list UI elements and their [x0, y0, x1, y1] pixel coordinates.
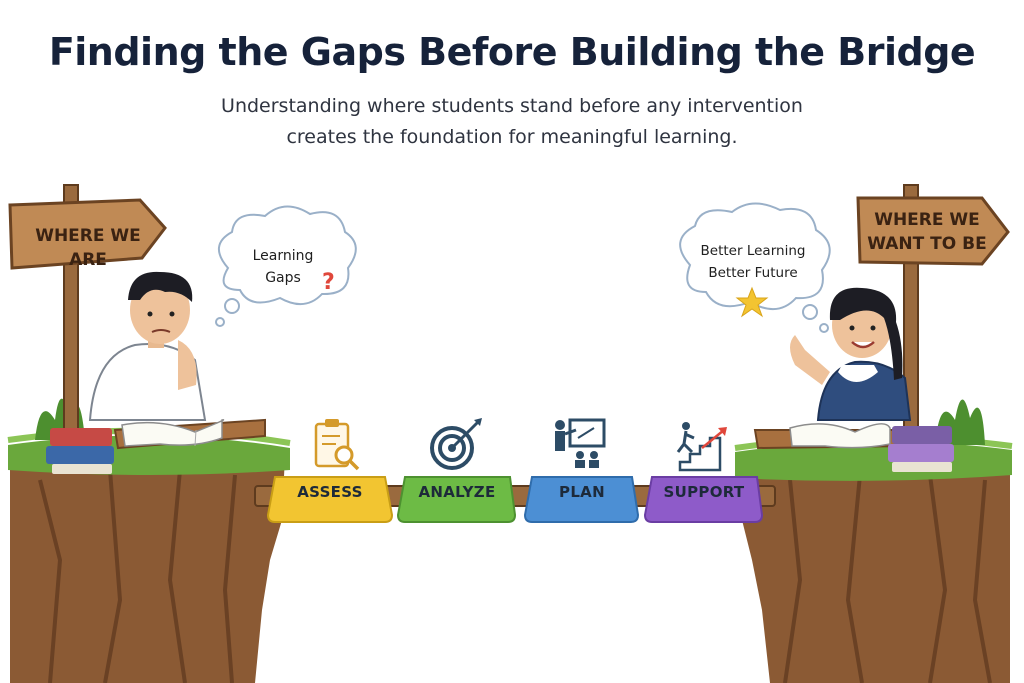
left-thought-line-1: Learning [252, 248, 314, 264]
right-student [790, 287, 912, 421]
subtitle-line-2: creates the foundation for meaningful le… [286, 126, 738, 148]
left-cliff [7, 427, 291, 683]
question-mark-icon: ? [322, 270, 335, 295]
step-support-block [643, 476, 764, 523]
step-label-plan: PLAN [559, 483, 605, 501]
page-subtitle: Understanding where students stand befor… [0, 91, 1024, 153]
right-thought-cloud [679, 202, 831, 333]
step-assess-block [266, 476, 394, 523]
left-thought-cloud [215, 205, 357, 327]
page-title: Finding the Gaps Before Building the Bri… [48, 30, 976, 74]
left-desk [46, 418, 266, 474]
left-signpost [8, 184, 167, 456]
sign-right-line-2: WANT TO BE [867, 234, 987, 254]
right-thought-line-1: Better Learning [700, 243, 806, 259]
step-label-analyze: ANALYZE [418, 483, 496, 501]
left-thought-line-2: Gaps [265, 270, 301, 286]
star-icon [735, 286, 769, 318]
sign-where-we-are: WHERE WE ARE [35, 226, 141, 270]
right-desk [753, 423, 954, 472]
target-icon [430, 418, 482, 470]
climbing-stairs-icon [676, 422, 727, 472]
presentation-board-icon [555, 418, 606, 468]
step-analyze-block [396, 476, 517, 523]
sign-where-we-want-to-be: WHERE WE WANT TO BE [862, 208, 992, 256]
clipboard-magnifier-icon [314, 419, 360, 471]
right-cliff [734, 434, 1013, 683]
step-plan-block [523, 476, 640, 523]
left-thought-text: Learning Gaps [238, 245, 328, 289]
subtitle-line-1: Understanding where students stand befor… [221, 95, 803, 117]
right-thought-line-2: Better Future [708, 265, 798, 281]
sign-right-line-1: WHERE WE [874, 210, 980, 230]
step-label-assess: ASSESS [297, 483, 363, 501]
left-student [88, 271, 207, 421]
right-thought-text: Better Learning Better Future [690, 240, 816, 284]
step-label-support: SUPPORT [663, 483, 745, 501]
